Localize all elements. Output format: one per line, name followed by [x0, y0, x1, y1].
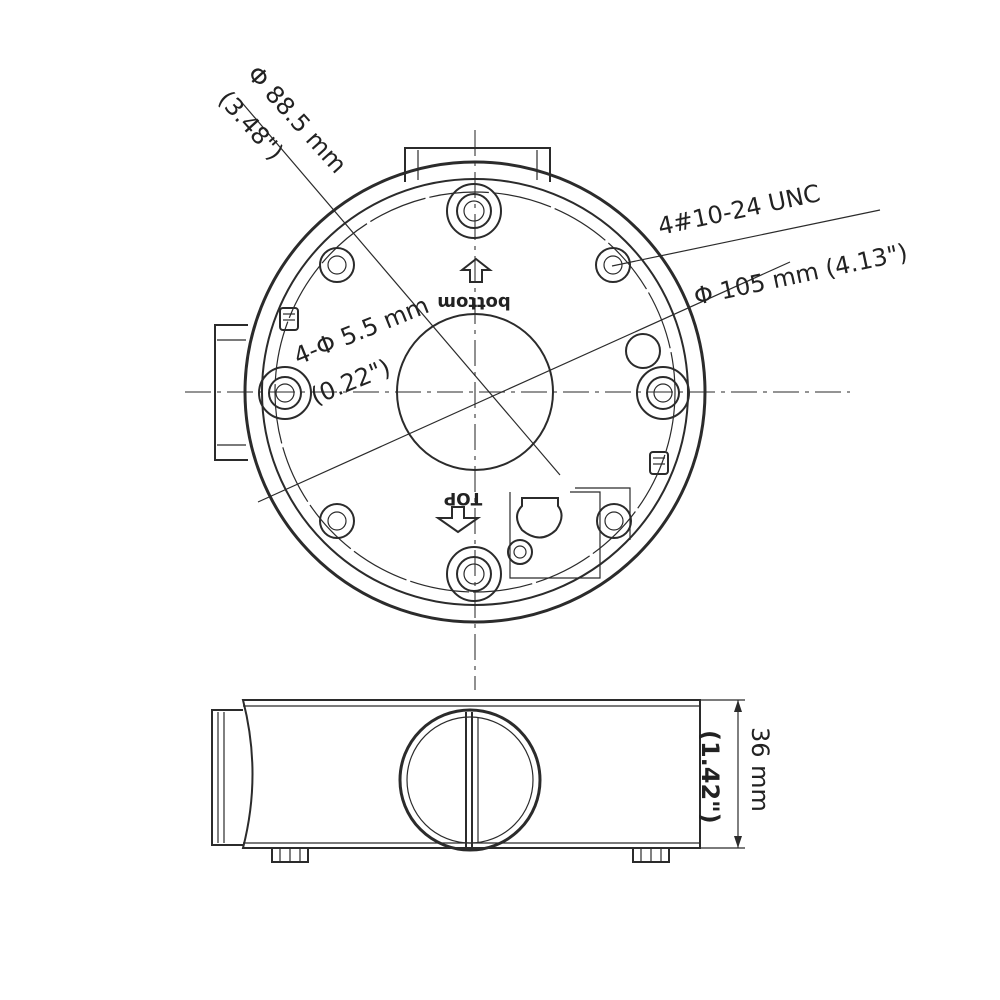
dim-line-outer-diameter [257, 261, 791, 503]
dim-line-thread-leader [611, 209, 881, 267]
side-body-outline [241, 699, 701, 849]
arrow-down-icon [434, 506, 482, 534]
dim-height-in: (1.42") [696, 730, 724, 824]
center-cable-hole [396, 313, 554, 471]
dim-arrow-top-icon [734, 700, 742, 712]
outer-rim [243, 160, 707, 624]
side-screw-left [271, 847, 309, 863]
dim-line-inner-diameter [237, 97, 561, 476]
mount-boss-left [258, 366, 312, 420]
ground-screw-icon [507, 539, 533, 565]
top-conduit-boss [404, 147, 551, 182]
mount-boss-top [446, 183, 502, 239]
top-view: bottom TOP Φ 88.5 mm (3.48") 4#10-24 UNC… [185, 60, 910, 690]
side-conduit-opening [398, 708, 542, 852]
side-view: 36 mm (1.42") [211, 699, 774, 863]
plug-hole [625, 333, 661, 369]
side-left-conduit [211, 709, 243, 846]
thread-hole-bottom-right [596, 503, 632, 539]
thread-hole-top-right [595, 247, 631, 283]
dim-outer-diameter: Φ 105 mm (4.13") [691, 238, 910, 311]
mount-boss-right [636, 366, 690, 420]
clip-right [649, 451, 669, 475]
clip-left [279, 307, 299, 331]
arrow-up-icon [459, 257, 493, 283]
keyhole-slot [509, 487, 631, 579]
label-bottom: bottom [437, 292, 511, 313]
thread-hole-bottom-left [319, 503, 355, 539]
dim-thread: 4#10-24 UNC [655, 179, 822, 241]
thread-hole-top-left [319, 247, 355, 283]
inner-wall [274, 191, 676, 593]
dim-height: 36 mm [746, 727, 774, 812]
left-conduit-boss [214, 324, 248, 461]
dim-hole: 4-Φ 5.5 mm [290, 291, 433, 371]
side-screw-right [632, 847, 670, 863]
label-top: TOP [444, 488, 483, 508]
mount-boss-bottom [446, 546, 502, 602]
dim-arrow-bottom-icon [734, 836, 742, 848]
